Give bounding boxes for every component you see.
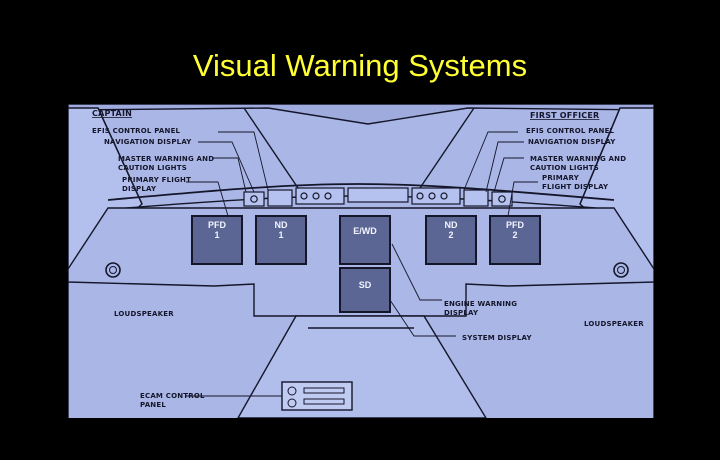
leader-lines	[186, 131, 538, 397]
pfd-2-number: 2	[512, 230, 517, 240]
system-display-label: SYSTEM DISPLAY	[462, 334, 533, 342]
fo-heading: FIRST OFFICER	[530, 111, 599, 120]
captain-heading: CAPTAIN	[92, 109, 132, 118]
diagram-labels: CAPTAIN EFIS CONTROL PANEL NAVIGATION DI…	[92, 109, 644, 409]
captain-mw-label-2: CAUTION LIGHTS	[118, 164, 187, 172]
nd-2-number: 2	[448, 230, 453, 240]
captain-nav-label: NAVIGATION DISPLAY	[104, 138, 192, 146]
loudspeaker-right-label: LOUDSPEAKER	[584, 320, 644, 328]
captain-pfd-label-2: DISPLAY	[122, 185, 157, 193]
engine-warning-label-1: ENGINE WARNING	[444, 300, 517, 308]
loudspeaker-right-icon	[613, 262, 629, 278]
captain-mw-label-1: MASTER WARNING AND	[118, 155, 214, 163]
loudspeaker-left-label: LOUDSPEAKER	[114, 310, 174, 318]
pfd-1-label: PFD	[208, 220, 227, 230]
ewd-label: E/WD	[353, 226, 377, 236]
nd-1-screen: ND 1	[255, 215, 307, 265]
nd-1-number: 1	[278, 230, 283, 240]
fo-nav-label: NAVIGATION DISPLAY	[528, 138, 616, 146]
slide-title: Visual Warning Systems	[192, 48, 528, 83]
glareshield-panels	[243, 187, 513, 207]
engine-warning-label-2: DISPLAY	[444, 309, 479, 317]
sd-screen: SD	[339, 267, 391, 313]
pfd-2-screen: PFD 2	[489, 215, 541, 265]
pfd-2-label: PFD	[506, 220, 525, 230]
cockpit-diagram: PFD 1 ND 1 E/WD ND 2 PFD 2 SD	[68, 104, 654, 418]
captain-pfd-label-1: PRIMARY FLIGHT	[122, 176, 191, 184]
loudspeaker-left-icon	[105, 262, 121, 278]
sd-label: SD	[359, 280, 372, 290]
ecam-control-panel	[281, 381, 353, 411]
fo-mw-label-2: CAUTION LIGHTS	[530, 164, 599, 172]
nd-2-screen: ND 2	[425, 215, 477, 265]
pfd-1-number: 1	[214, 230, 219, 240]
fo-pfd-label-2: FLIGHT DISPLAY	[542, 183, 609, 191]
nd-1-label: ND	[275, 220, 288, 230]
fo-efis-label: EFIS CONTROL PANEL	[526, 127, 615, 135]
captain-efis-label: EFIS CONTROL PANEL	[92, 127, 181, 135]
fo-pfd-label-1: PRIMARY	[542, 174, 580, 182]
ecam-control-label-1: ECAM CONTROL	[140, 392, 205, 400]
ewd-screen: E/WD	[339, 215, 391, 265]
nd-2-label: ND	[445, 220, 458, 230]
fo-mw-label-1: MASTER WARNING AND	[530, 155, 626, 163]
ecam-control-label-2: PANEL	[140, 401, 166, 409]
pfd-1-screen: PFD 1	[191, 215, 243, 265]
